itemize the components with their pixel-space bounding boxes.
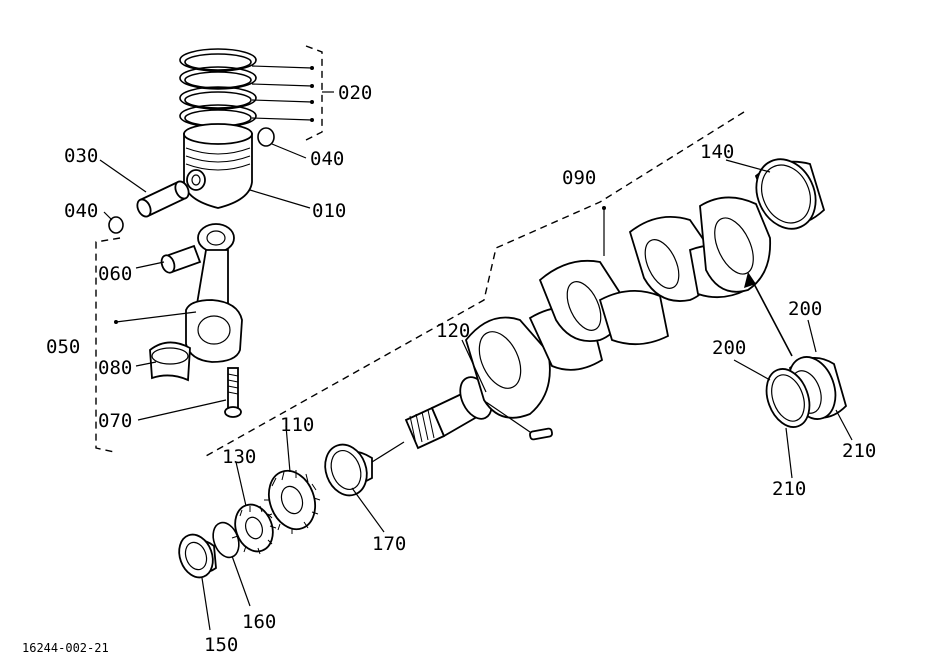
label-060: 060	[98, 263, 132, 285]
thrust-bearing-assembly	[733, 319, 853, 479]
label-090: 090	[562, 167, 596, 189]
label-130: 130	[222, 446, 256, 468]
rod-bolt	[224, 367, 242, 418]
o-ring-160	[212, 521, 251, 607]
label-120: 120	[436, 320, 470, 342]
leaders-piston	[99, 143, 311, 421]
reference-code: 16244-002-21	[22, 641, 109, 655]
small-end-bushing	[160, 244, 202, 274]
label-110: 110	[280, 414, 314, 436]
circlip-right	[257, 127, 275, 147]
crankshaft-bushing-140	[725, 158, 826, 230]
collar-150	[178, 533, 217, 631]
label-040-right: 040	[310, 148, 344, 170]
label-170: 170	[372, 533, 406, 555]
crankshaft-leaders	[461, 206, 606, 433]
crank-bearing-170	[324, 441, 405, 533]
piston-pin	[136, 180, 190, 218]
piston-ring-set	[179, 48, 257, 128]
label-020: 020	[338, 82, 372, 104]
connecting-rod	[185, 223, 243, 363]
label-030: 030	[64, 145, 98, 167]
crankshaft-dashed-boundary	[205, 111, 745, 457]
label-150: 150	[204, 634, 238, 656]
crank-gear-110	[264, 425, 321, 534]
piston	[183, 123, 253, 209]
label-210-bottom: 210	[772, 478, 806, 500]
label-050: 050	[46, 336, 80, 358]
label-200-left: 200	[712, 337, 746, 359]
bracket-020	[251, 45, 334, 141]
circlip-left	[108, 216, 124, 234]
label-040-left: 040	[64, 200, 98, 222]
label-210-right: 210	[842, 440, 876, 462]
label-160: 160	[242, 611, 276, 633]
label-070: 070	[98, 410, 132, 432]
label-200-right: 200	[788, 298, 822, 320]
bracket-050	[95, 237, 197, 453]
label-010: 010	[312, 200, 346, 222]
assembly-arrow	[744, 272, 793, 357]
label-080: 080	[98, 357, 132, 379]
big-end-bearing	[149, 341, 191, 382]
label-140: 140	[700, 141, 734, 163]
